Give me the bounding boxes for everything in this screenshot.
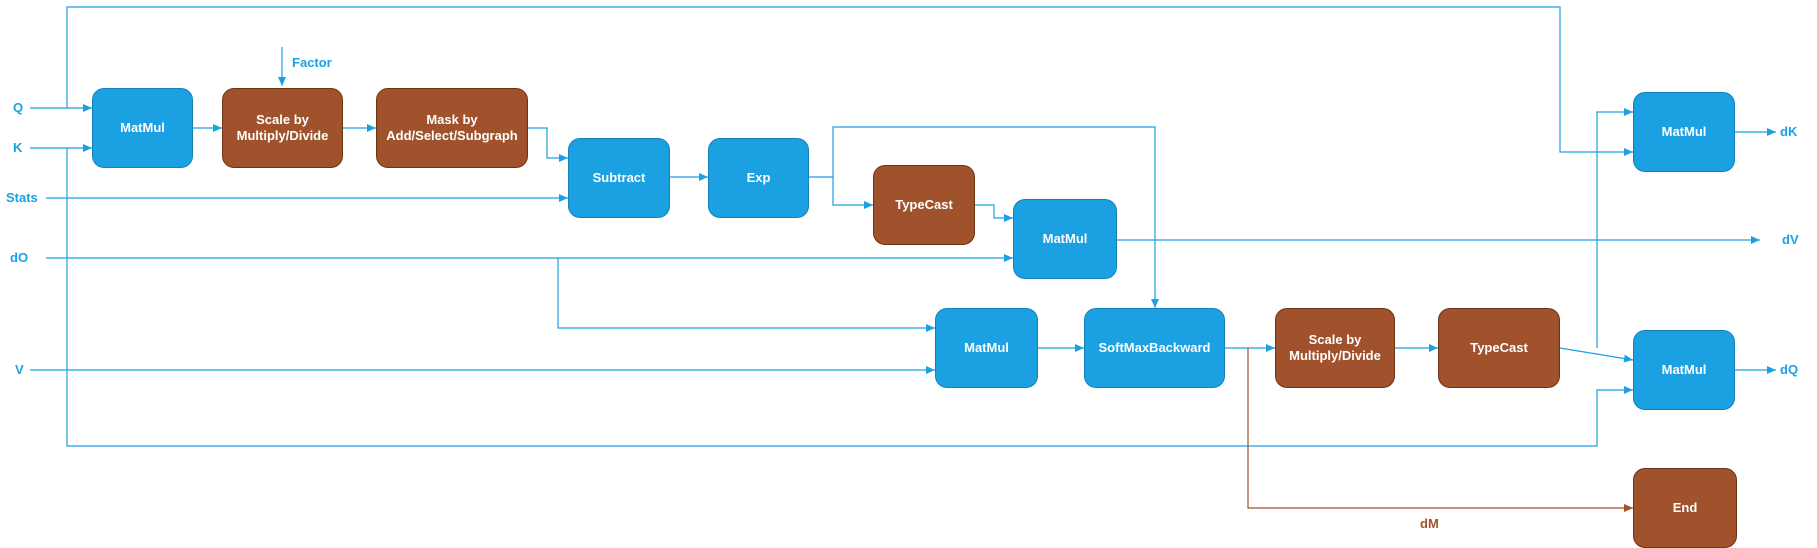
matmul-dv-node[interactable]: MatMul [1013,199,1117,279]
label-dv: dV [1782,232,1799,247]
label-factor: Factor [292,55,332,70]
label-dk: dK [1780,124,1798,139]
edge-typecast2-to-matmul-dk [1596,108,1633,348]
scale-node[interactable]: Scale by Multiply/Divide [222,88,343,168]
label-dq: dQ [1780,362,1799,377]
subtract-node[interactable]: Subtract [568,138,670,218]
label-do: dO [10,250,29,265]
edge-exp-to-softmax [832,126,1159,308]
label-dm: dM [1420,516,1439,531]
edge-softmax-to-end [1247,348,1633,512]
edge-typecast2-to-matmul-dq [1559,347,1634,363]
typecast2-node[interactable]: TypeCast [1438,308,1560,388]
matmul-dk-node[interactable]: MatMul [1633,92,1735,172]
edge-do-to-matmul-do [557,258,935,332]
label-v: V [15,362,24,377]
label-q: Q [13,100,24,115]
typecast-node[interactable]: TypeCast [873,165,975,245]
matmul-do-node[interactable]: MatMul [935,308,1038,388]
end-node[interactable]: End [1633,468,1737,548]
softmax-backward-node[interactable]: SoftMaxBackward [1084,308,1225,388]
edge-q-to-matmul-dk [66,6,1633,156]
matmul-dq-node[interactable]: MatMul [1633,330,1735,410]
edge-typecast-to-matmul-dv [975,204,1013,222]
edge-k-to-matmul-dq [66,148,1633,447]
label-stats: Stats [6,190,38,205]
edge-mask-to-subtract [528,127,568,162]
exp-node[interactable]: Exp [708,138,809,218]
edge-exp-to-typecast [809,176,873,209]
matmul-qk-node[interactable]: MatMul [92,88,193,168]
scale2-node[interactable]: Scale by Multiply/Divide [1275,308,1395,388]
label-k: K [13,140,23,155]
mask-node[interactable]: Mask by Add/Select/Subgraph [376,88,528,168]
